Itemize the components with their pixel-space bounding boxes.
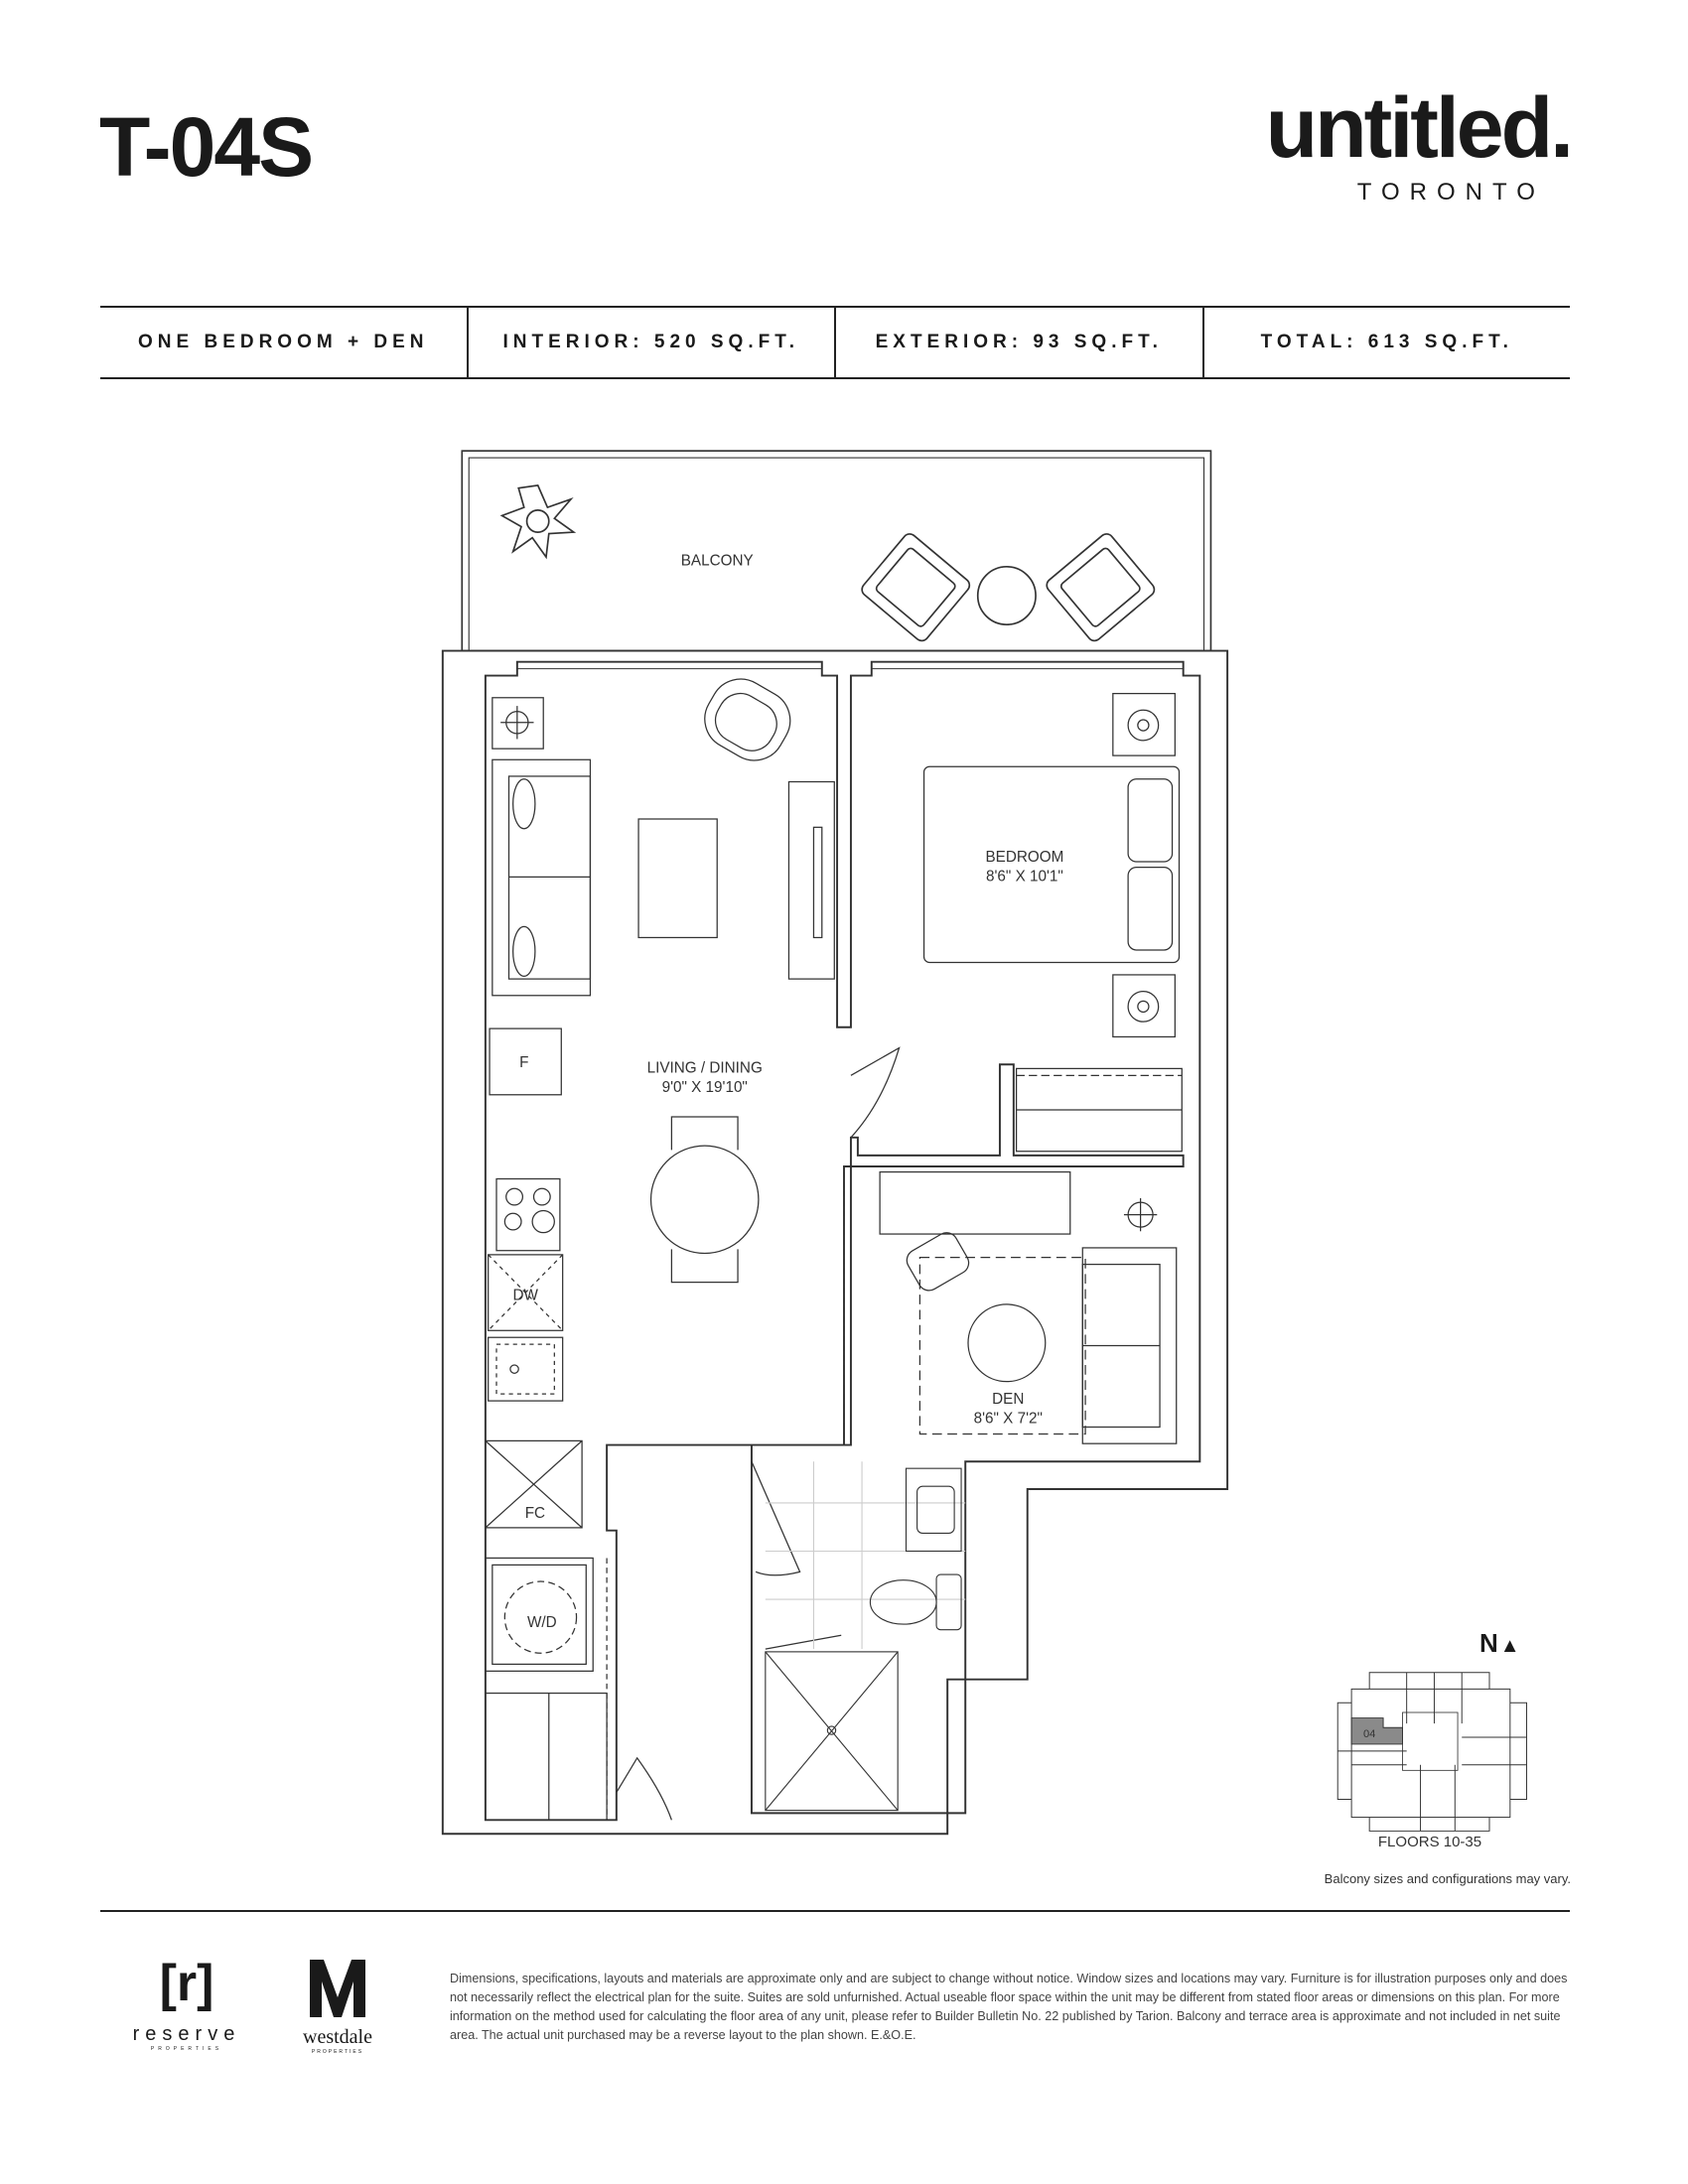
keyplan-unit-label: 04 bbox=[1363, 1728, 1375, 1740]
laundry-label: W/D bbox=[527, 1614, 557, 1631]
westdale-sub: PROPERTIES bbox=[311, 2049, 364, 2055]
side-table-icon bbox=[967, 1303, 1047, 1383]
reserve-mark: [r] bbox=[159, 1955, 214, 2012]
shower-icon bbox=[765, 1651, 899, 1812]
north-label: N bbox=[1479, 1628, 1498, 1658]
keyplan-floors: FLOORS 10-35 bbox=[1377, 1834, 1482, 1850]
rug bbox=[918, 1257, 1086, 1435]
den-dims: 8'6" X 7'2" bbox=[974, 1410, 1043, 1427]
walls bbox=[441, 649, 1229, 1836]
footer-divider bbox=[100, 1910, 1570, 1912]
disclaimer: Dimensions, specifications, layouts and … bbox=[450, 1972, 1568, 2042]
tv-console-icon bbox=[787, 780, 835, 980]
total-area: TOTAL: 613 SQ.FT. bbox=[1260, 332, 1513, 352]
nightstand-icon bbox=[1112, 974, 1176, 1038]
lounge-chair-icon bbox=[1046, 533, 1156, 642]
lounge-chair-icon bbox=[861, 533, 971, 642]
keyplan: 04 bbox=[1336, 1672, 1527, 1832]
fridge bbox=[489, 1027, 562, 1096]
doors bbox=[616, 1046, 901, 1821]
den-label: DEN bbox=[992, 1391, 1024, 1408]
kitchen bbox=[488, 1027, 564, 1402]
north-arrow-icon: ▲ bbox=[1499, 1635, 1520, 1657]
desk-icon bbox=[879, 1170, 1071, 1235]
wardrobe bbox=[1015, 1067, 1183, 1153]
sofa-icon bbox=[492, 758, 592, 997]
westdale-mark-icon bbox=[310, 1960, 365, 2017]
vanity-sink-icon bbox=[905, 1467, 962, 1553]
reserve-properties-logo: [r] reserve PROPERTIES bbox=[117, 1958, 256, 2052]
unit-title: T-04S bbox=[99, 100, 314, 194]
brand-name: untitled. bbox=[1265, 80, 1574, 176]
living-dims: 9'0" X 19'10" bbox=[662, 1079, 748, 1096]
exterior-area: EXTERIOR: 93 SQ.FT. bbox=[836, 308, 1204, 377]
armchair-icon bbox=[704, 678, 791, 761]
living-label: LIVING / DINING bbox=[647, 1060, 763, 1077]
sofa-icon bbox=[1081, 1247, 1178, 1444]
interior-area: INTERIOR: 520 SQ.FT. bbox=[469, 308, 836, 377]
living-furniture bbox=[492, 678, 835, 1284]
brand-city: TORONTO bbox=[1356, 179, 1545, 205]
reserve-sub: PROPERTIES bbox=[150, 2046, 223, 2052]
dining-table-icon bbox=[649, 1116, 760, 1284]
balcony-label: BALCONY bbox=[681, 552, 754, 569]
floor-lamp-icon bbox=[492, 697, 544, 750]
reserve-word: reserve bbox=[132, 2023, 241, 2045]
sink-icon bbox=[488, 1336, 564, 1402]
bedroom-dims: 8'6" X 10'1" bbox=[986, 868, 1063, 885]
desk-chair-icon bbox=[906, 1232, 970, 1292]
balcony-note: Balcony sizes and configurations may var… bbox=[1324, 1871, 1571, 1886]
north-indicator: N▲ bbox=[1479, 1628, 1520, 1659]
balcony: BALCONY bbox=[461, 450, 1212, 652]
dishwasher bbox=[488, 1254, 564, 1331]
plant-icon bbox=[499, 483, 577, 560]
lamp-icon bbox=[1123, 1197, 1158, 1232]
westdale-word: westdale bbox=[303, 2026, 372, 2048]
westdale-properties-logo: westdale PROPERTIES bbox=[288, 1958, 387, 2055]
dishwasher-label: DW bbox=[512, 1288, 538, 1304]
closet-label: FC bbox=[525, 1505, 545, 1522]
toilet-icon bbox=[869, 1573, 962, 1631]
unit-info-bar: ONE BEDROOM + DEN INTERIOR: 520 SQ.FT. E… bbox=[100, 306, 1570, 379]
unit-type: ONE BEDROOM + DEN bbox=[100, 308, 469, 377]
bathroom bbox=[765, 1461, 966, 1812]
bedroom-label: BEDROOM bbox=[985, 849, 1063, 866]
unit-highlight bbox=[1350, 1717, 1403, 1745]
brand-logo: untitled. TORONTO bbox=[1265, 80, 1574, 206]
fridge-label: F bbox=[519, 1054, 528, 1071]
balcony-table-icon bbox=[976, 566, 1037, 625]
cooktop-icon bbox=[495, 1177, 561, 1252]
bedroom-furniture bbox=[922, 692, 1183, 1153]
den-furniture bbox=[879, 1170, 1178, 1444]
coffee-table-icon bbox=[637, 818, 718, 939]
closets bbox=[485, 1439, 608, 1821]
bed-icon bbox=[922, 765, 1181, 964]
nightstand-icon bbox=[1112, 692, 1176, 756]
